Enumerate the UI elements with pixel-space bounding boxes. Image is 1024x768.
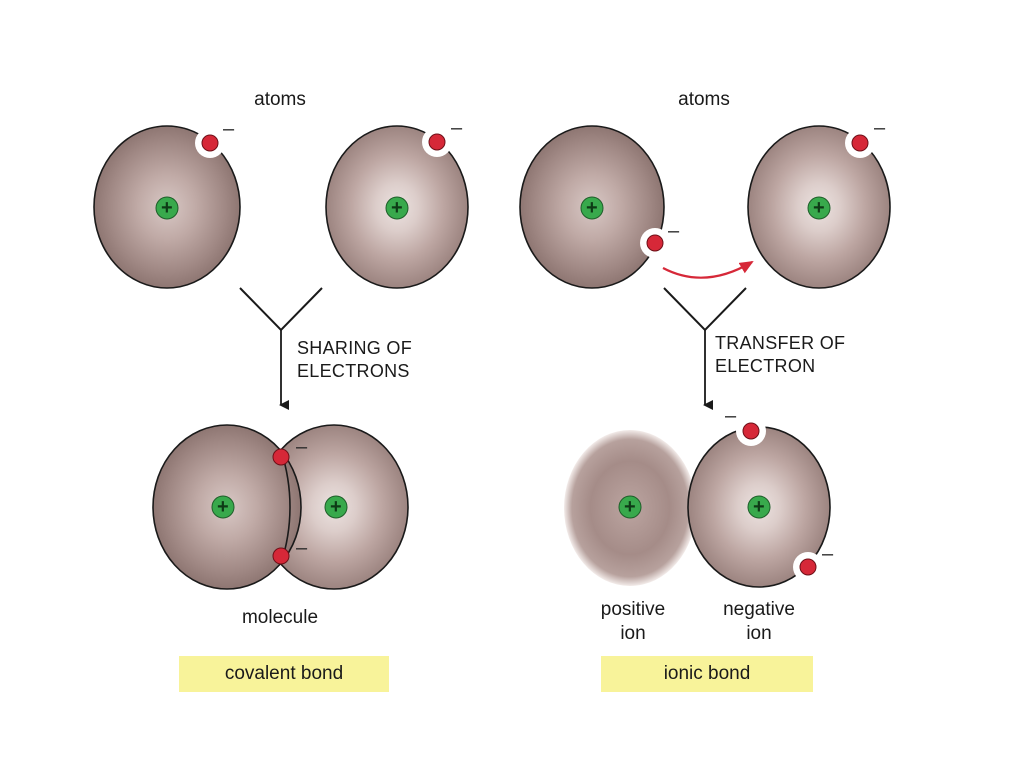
- electron-transfer-arrow: [662, 260, 754, 279]
- ionic-process-label: TRANSFER OF ELECTRON: [715, 332, 845, 378]
- covalent-bond-caption: covalent bond: [179, 656, 389, 692]
- electron-charge-sign: –: [874, 117, 886, 139]
- covalent-process-line1: SHARING OF: [297, 338, 413, 358]
- covalent-atoms-label: atoms: [254, 89, 306, 110]
- covalent-atom-right: [325, 125, 469, 289]
- electron-charge-sign: –: [725, 405, 737, 427]
- nucleus: [747, 495, 771, 519]
- negative-ion: [687, 416, 831, 588]
- covalent-molecule: [152, 424, 409, 590]
- nucleus: [618, 495, 642, 519]
- electron: [742, 422, 760, 440]
- nucleus: [211, 495, 235, 519]
- nucleus-sign: +: [753, 496, 765, 518]
- ionic-process-line2: ELECTRON: [715, 356, 816, 376]
- electron-charge-sign: –: [451, 117, 463, 139]
- ionic-atom-left: [519, 125, 670, 289]
- electron: [851, 134, 869, 152]
- ionic-process-line1: TRANSFER OF: [715, 333, 846, 353]
- nucleus-sign: +: [330, 496, 342, 518]
- electron-charge-sign: –: [223, 118, 235, 140]
- negative-ion-line1: negative: [723, 599, 795, 620]
- electron-charge-sign: –: [296, 436, 308, 458]
- covalent-process-line2: ELECTRONS: [297, 361, 410, 381]
- molecule-label: molecule: [241, 607, 319, 628]
- positive-ion-line2: ion: [620, 623, 646, 644]
- positive-ion-line1: positive: [600, 599, 666, 620]
- nucleus: [385, 196, 409, 220]
- electron: [799, 558, 817, 576]
- electron: [428, 133, 446, 151]
- nucleus: [580, 196, 604, 220]
- ionic-bond-caption: ionic bond: [601, 656, 813, 692]
- covalent-process-label: SHARING OF ELECTRONS: [297, 337, 412, 383]
- electron-charge-sign: –: [668, 220, 680, 242]
- nucleus-sign: +: [813, 197, 825, 219]
- nucleus: [324, 495, 348, 519]
- nucleus: [807, 196, 831, 220]
- nucleus: [155, 196, 179, 220]
- shared-electron: [272, 448, 290, 466]
- electron: [201, 134, 219, 152]
- covalent-atom-left: [93, 125, 241, 289]
- nucleus-sign: +: [161, 197, 173, 219]
- negative-ion-line2: ion: [746, 623, 772, 644]
- ionic-atom-right: [747, 125, 891, 289]
- positive-ion-label: positive ion: [583, 598, 683, 646]
- shared-electron: [272, 547, 290, 565]
- electron: [646, 234, 664, 252]
- electron-charge-sign: –: [822, 543, 834, 565]
- ionic-combine-arrow: [663, 287, 747, 410]
- ionic-atoms-label: atoms: [678, 89, 730, 110]
- nucleus-sign: +: [624, 496, 636, 518]
- negative-ion-label: negative ion: [709, 598, 809, 646]
- nucleus-sign: +: [391, 197, 403, 219]
- nucleus-sign: +: [586, 197, 598, 219]
- positive-ion: [564, 430, 696, 586]
- nucleus-sign: +: [217, 496, 229, 518]
- covalent-combine-arrow: [239, 287, 323, 410]
- electron-charge-sign: –: [296, 537, 308, 559]
